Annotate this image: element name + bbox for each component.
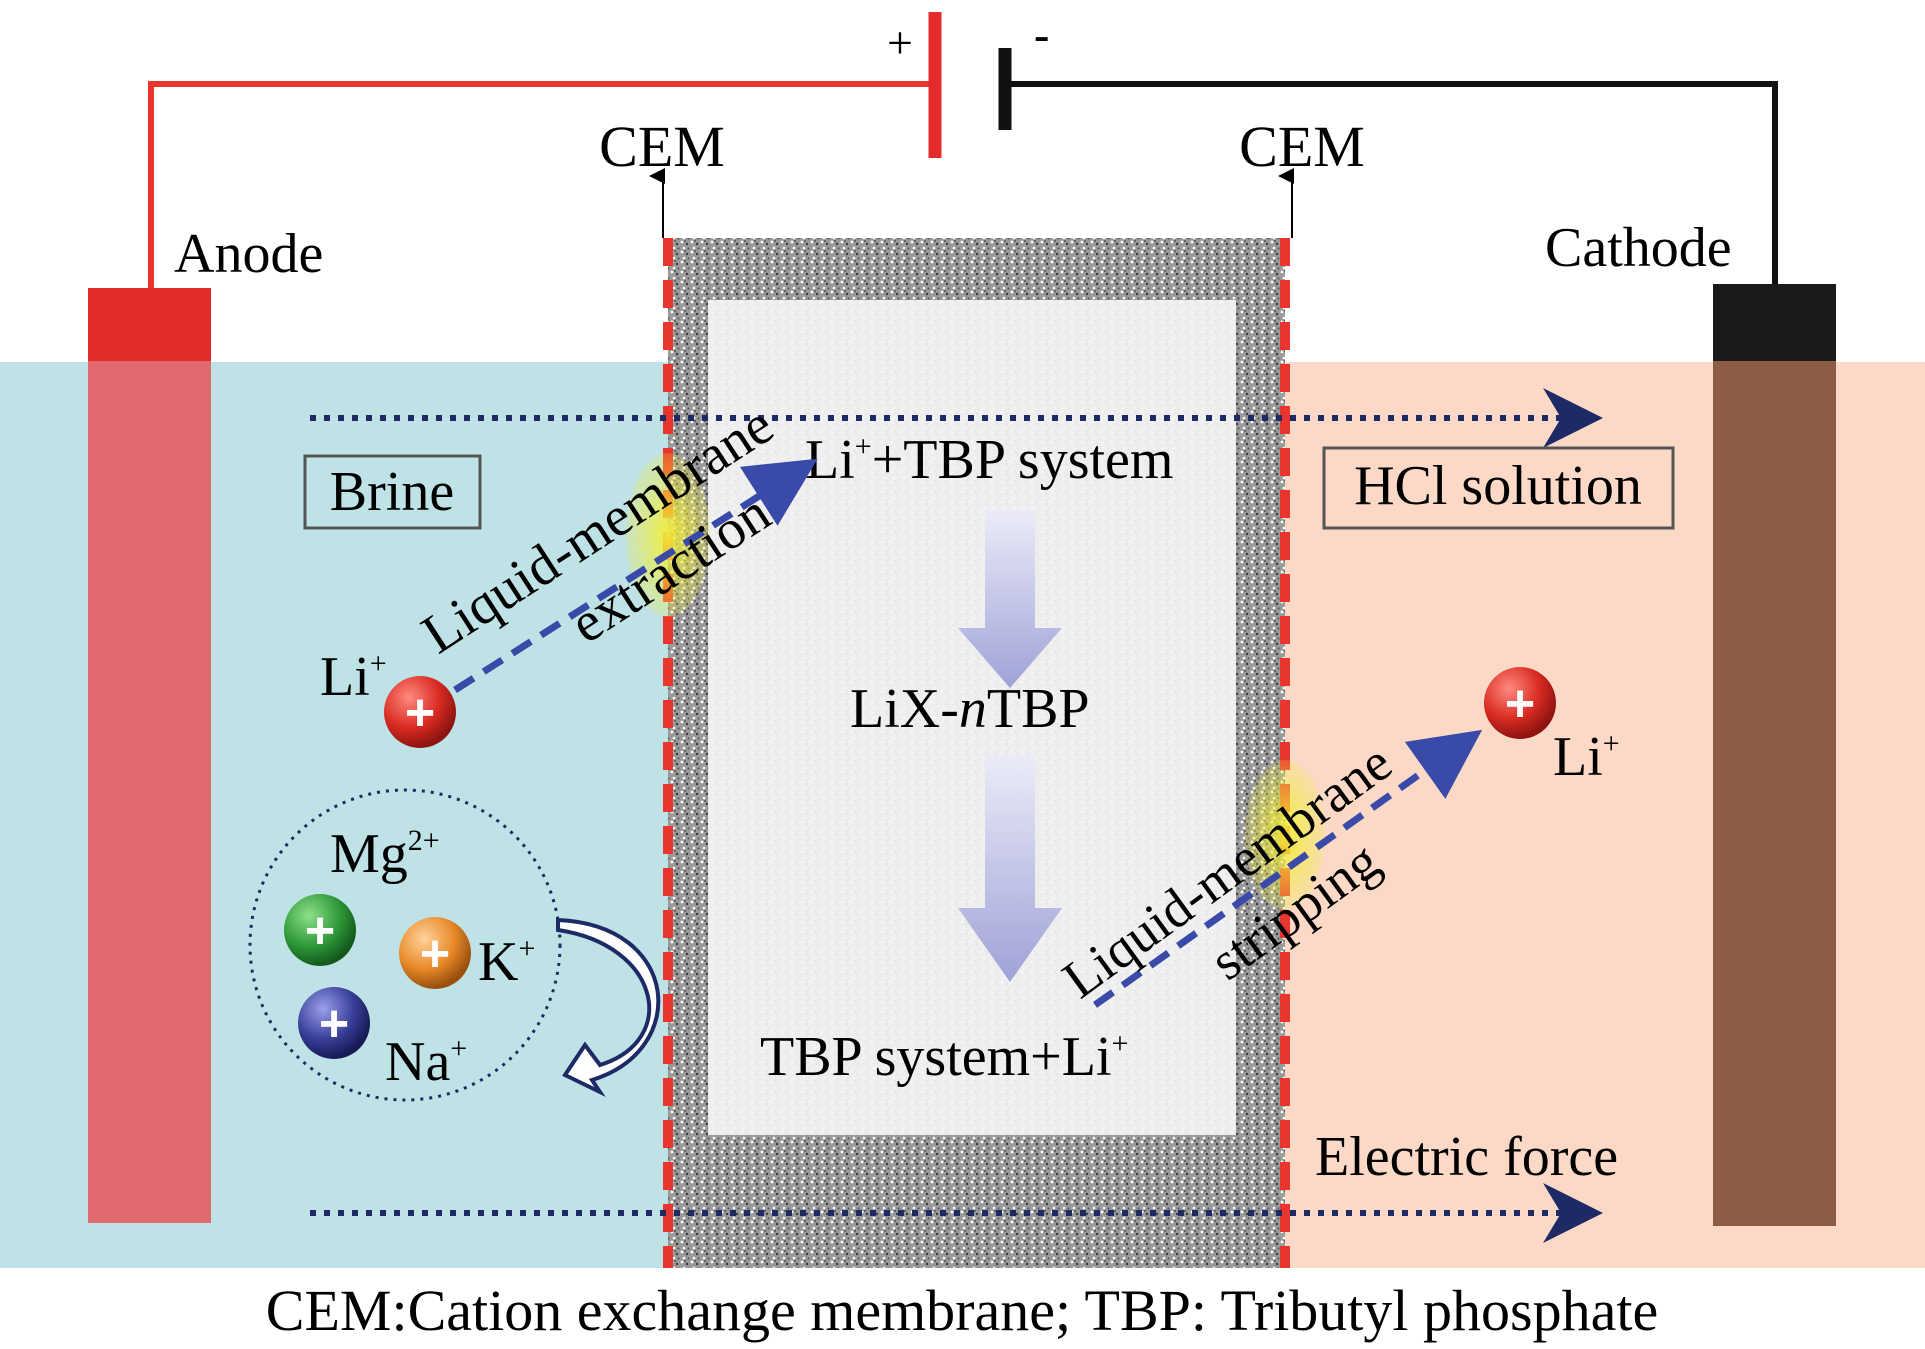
brine-box <box>303 454 482 530</box>
cathode-electrode <box>1713 361 1836 1226</box>
extraction-interface <box>626 453 710 617</box>
stripping-interface <box>1245 760 1325 910</box>
cathode-cap <box>1713 284 1836 361</box>
down-arrow-1 <box>958 510 1062 688</box>
tbp-phase <box>708 300 1236 1135</box>
li-ion-label-right: Li+ <box>1553 726 1620 788</box>
black-wire <box>1005 81 1778 284</box>
li-ion-label-left: Li+ <box>320 646 387 708</box>
mg-ion <box>284 894 356 966</box>
other-cations-cluster <box>248 788 562 1102</box>
red-wire <box>148 81 935 288</box>
anode-cap <box>88 288 211 361</box>
na-ion-label: Na+ <box>385 1031 467 1093</box>
anode-label: Anode <box>174 223 323 285</box>
li-ion-left-plus-icon: + <box>405 684 435 742</box>
li-tbp-system-label: Li++TBP system <box>805 429 1173 491</box>
rejection-arrow <box>556 917 661 1098</box>
k-ion-plus-icon: + <box>420 925 450 983</box>
li-ion-right <box>1484 667 1556 739</box>
down-arrow-2 <box>958 755 1062 982</box>
anode-electrode <box>88 361 211 1223</box>
na-ion-plus-icon: + <box>319 995 349 1053</box>
hcl-label: HCl solution <box>1354 455 1642 517</box>
k-ion <box>399 917 471 989</box>
na-ion <box>298 987 370 1059</box>
electric-force-label: Electric force <box>1315 1126 1618 1188</box>
brine-label: Brine <box>330 461 454 523</box>
li-ion-left <box>384 676 456 748</box>
mg-ion-plus-icon: + <box>305 902 335 960</box>
hcl-box <box>1322 446 1675 530</box>
lix-ntbp-label: LiX-nTBP <box>850 678 1090 740</box>
cathode-label: Cathode <box>1545 217 1732 279</box>
cem-left-label: CEM <box>599 114 725 179</box>
mg-ion-label: Mg2+ <box>330 823 440 885</box>
cem-right-label: CEM <box>1239 114 1365 179</box>
tbp-system-li-label: TBP system+Li+ <box>760 1026 1128 1088</box>
caption: CEM:Cation exchange membrane; TBP: Tribu… <box>266 1278 1658 1343</box>
k-ion-label: K+ <box>478 931 535 993</box>
li-ion-right-plus-icon: + <box>1505 675 1535 733</box>
stripping-arrow <box>1092 729 1483 1008</box>
minus-sign: - <box>1034 9 1049 60</box>
extraction-arrow <box>453 458 818 693</box>
plus-sign: + <box>887 17 913 68</box>
